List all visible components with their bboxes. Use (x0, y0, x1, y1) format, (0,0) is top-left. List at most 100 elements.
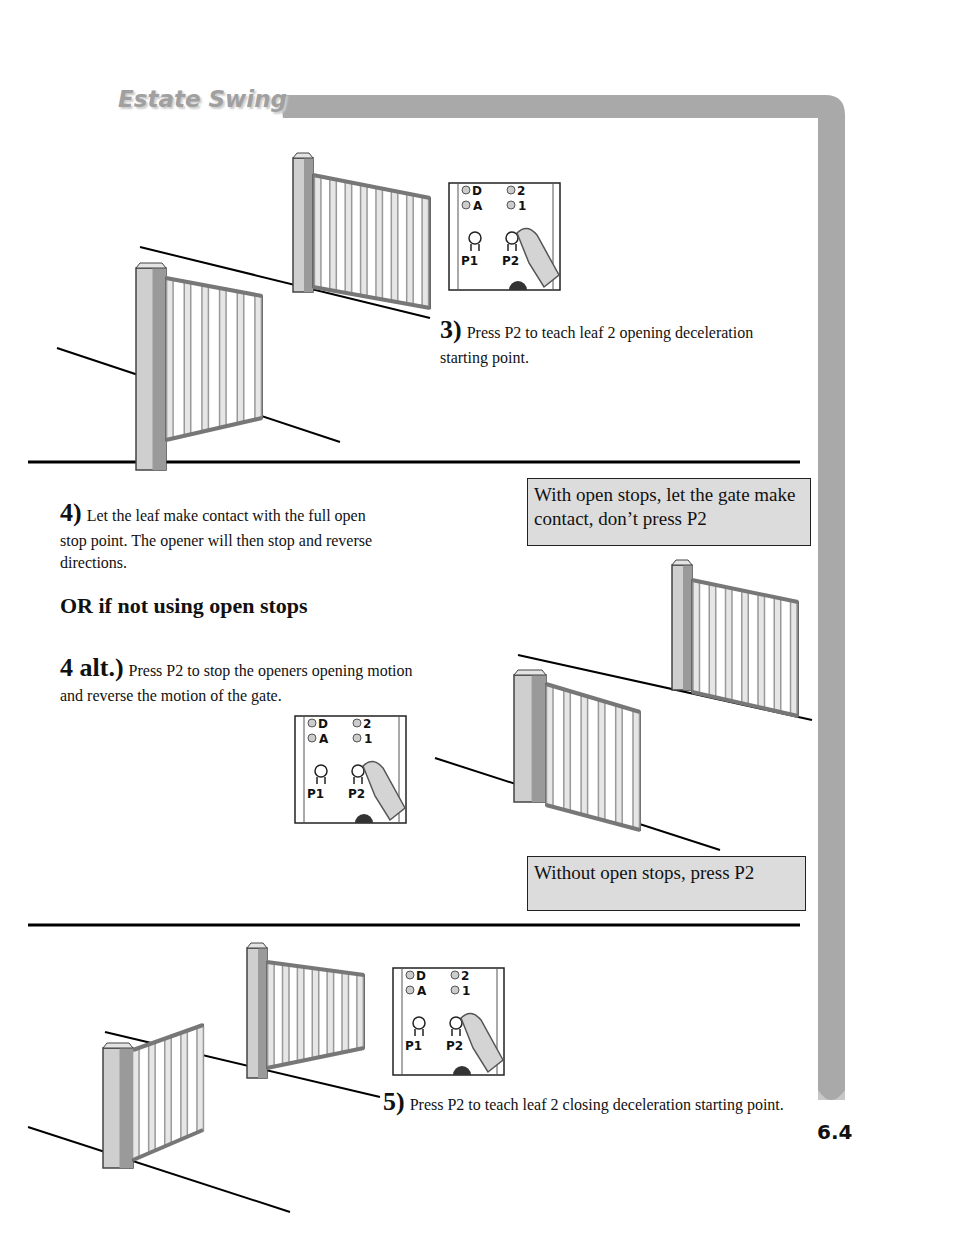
gate-bar (358, 974, 363, 1048)
gate-bar (185, 282, 190, 435)
page-frame (280, 95, 845, 1100)
led (451, 986, 459, 994)
gate-bar (182, 1032, 187, 1138)
gate-bar (236, 292, 244, 423)
finger (461, 1013, 503, 1072)
led (462, 201, 470, 209)
led (451, 971, 459, 979)
panel-label: 1 (462, 985, 470, 997)
step-text: 4)Let the leaf make contact with the ful… (60, 495, 390, 573)
gate-rail (546, 805, 640, 830)
push-button (450, 1017, 462, 1029)
post-cap (103, 1043, 133, 1048)
red-led (453, 1066, 471, 1075)
gate-bar (196, 1026, 204, 1131)
gate-bar (791, 601, 796, 715)
panel-label: 2 (363, 718, 371, 730)
gate-bar (356, 974, 364, 1048)
callout-text: With open stops, let the gate make conta… (534, 483, 804, 531)
button-leg (317, 777, 325, 784)
gate-bar (423, 197, 428, 307)
post-shade (258, 948, 267, 1078)
button-leg (508, 244, 516, 251)
gate-bar (565, 690, 570, 810)
step-text: 3)Press P2 to teach leaf 2 opening decel… (440, 312, 790, 369)
gate-bar (710, 584, 715, 696)
gate-rail (166, 278, 262, 296)
gate-bar (341, 972, 349, 1051)
gate-leaf (166, 278, 262, 440)
gate-rail (692, 580, 798, 602)
callout-text: Without open stops, press P2 (534, 861, 799, 885)
gate-bar (256, 295, 261, 419)
gate-bar (343, 972, 348, 1051)
gate-bar (328, 970, 333, 1054)
push-button (352, 765, 364, 777)
gate-bar (692, 581, 700, 693)
panel-label: A (417, 985, 426, 997)
gate-post (247, 948, 267, 1078)
panel-label: D (318, 718, 328, 730)
panel-label: 1 (518, 200, 526, 212)
gate-bar (219, 289, 227, 427)
panel-label: A (473, 200, 482, 212)
panel-label: A (319, 733, 328, 745)
gate-bar (741, 591, 749, 704)
gate-rail (133, 1025, 203, 1050)
gate-bar (563, 690, 571, 810)
gate-bar (377, 188, 382, 299)
post-shade (304, 158, 313, 292)
gate-bar (392, 191, 397, 302)
gate-leaf (546, 684, 640, 830)
led (308, 719, 316, 727)
panel-label: P2 (348, 788, 365, 800)
shape (133, 1025, 203, 1160)
red-led (509, 281, 527, 290)
post-shade (153, 268, 167, 470)
post-cap (672, 560, 692, 565)
panel-edge (458, 183, 459, 290)
led (507, 201, 515, 209)
gate-leaf (133, 1025, 203, 1160)
gate-bar (315, 176, 320, 288)
gate-leaf (692, 580, 798, 716)
gate-bar (346, 182, 351, 293)
gate-bar (166, 1038, 171, 1146)
gate-bar (326, 970, 334, 1054)
step-description: Let the leaf make contact with the full … (60, 507, 372, 571)
step-description: Press P2 to teach leaf 2 opening deceler… (440, 324, 753, 366)
gate-drawings (28, 153, 812, 1212)
step-text: 5)Press P2 to teach leaf 2 closing decel… (383, 1084, 793, 1119)
gate-bar (407, 194, 412, 304)
gate-bar (148, 1043, 156, 1152)
gate-bar (599, 701, 604, 820)
gate-leaf (267, 962, 364, 1068)
control-panels (295, 183, 560, 1075)
gate-rail (267, 1048, 364, 1068)
gate-bar (694, 581, 699, 693)
post-cap (293, 153, 313, 158)
gate-bar (634, 711, 639, 829)
button-leg (415, 1029, 423, 1036)
gate-bar (790, 601, 798, 715)
gate-bar (743, 591, 748, 704)
gate-bar (267, 963, 275, 1068)
gate-bar (167, 279, 172, 439)
gate-bar (360, 185, 368, 296)
gate-rail (166, 418, 262, 440)
gate-bar (268, 963, 273, 1068)
callout-box: Without open stops, press P2 (527, 856, 806, 911)
gate-bar (312, 969, 320, 1059)
step-description: Press P2 to teach leaf 2 closing deceler… (410, 1096, 784, 1113)
gate-bar (361, 185, 366, 296)
gate-bar (203, 285, 208, 431)
led (308, 734, 316, 742)
gate-bar (615, 706, 623, 825)
gate-bar (283, 965, 288, 1065)
gate-rail (692, 692, 798, 716)
gate-leaf (313, 175, 430, 308)
finger (363, 761, 405, 820)
panel-box (295, 716, 406, 823)
gate-bar (757, 594, 765, 707)
gate-bar (198, 1026, 203, 1131)
